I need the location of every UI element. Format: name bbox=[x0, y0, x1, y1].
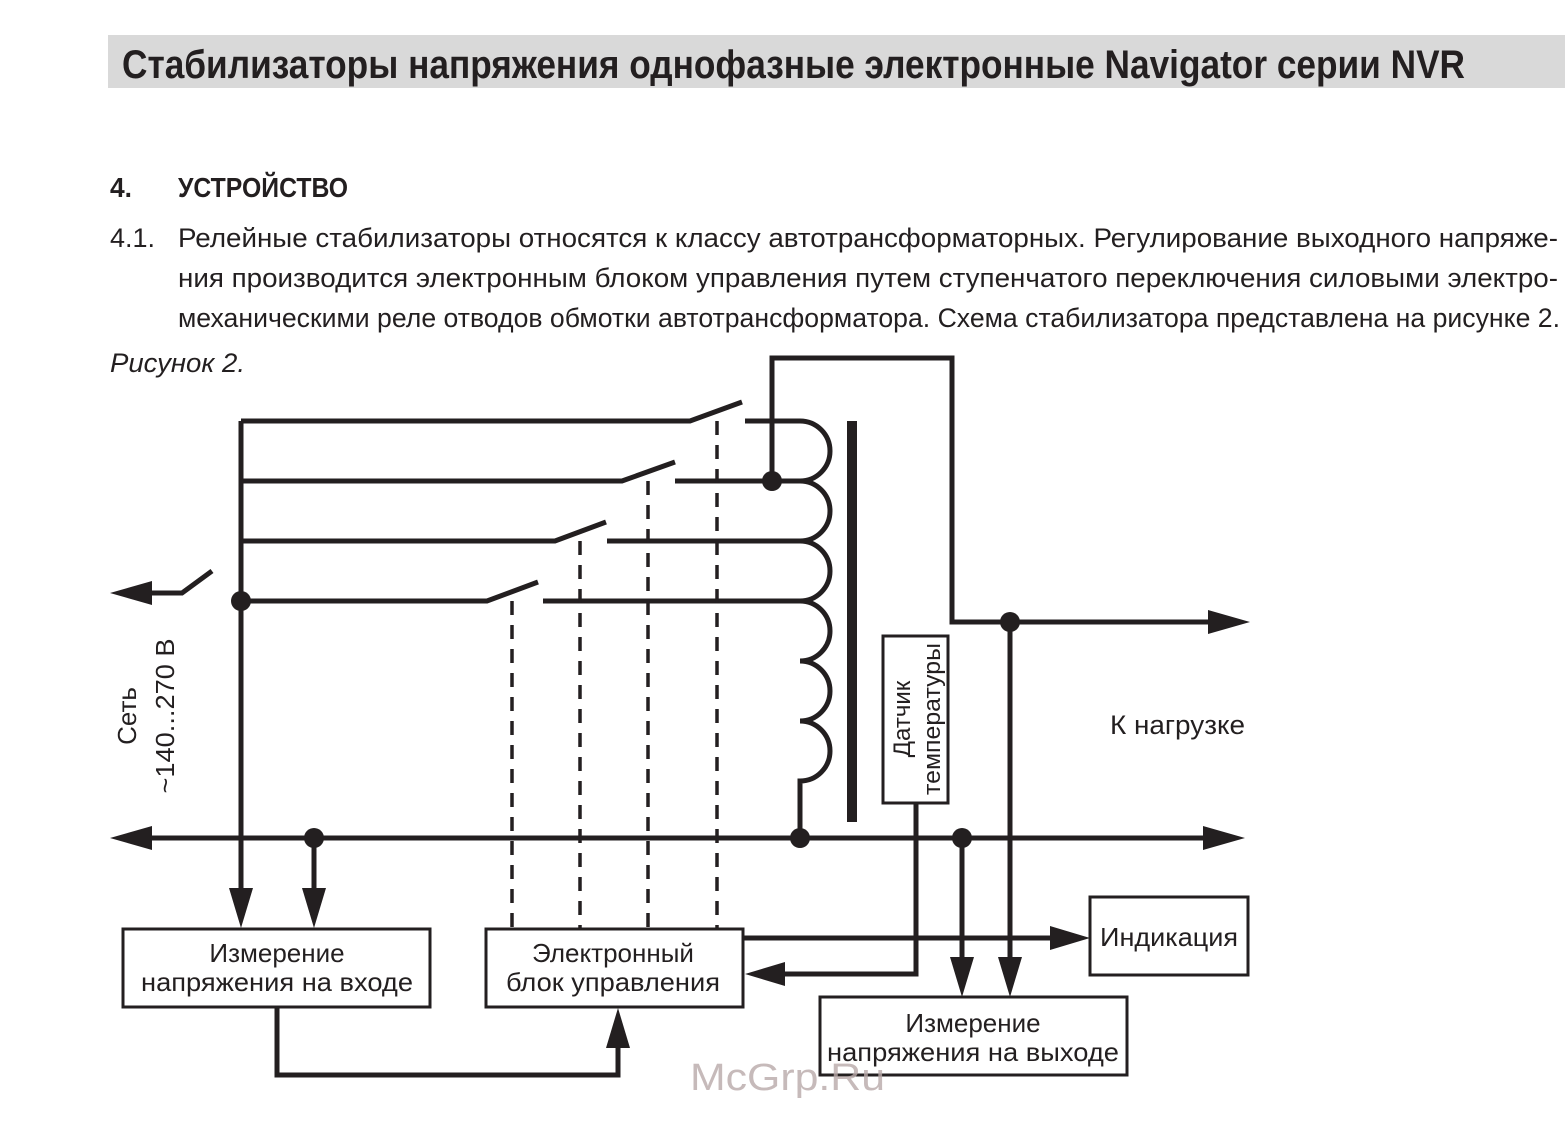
svg-text:блок управления: блок управления bbox=[506, 967, 720, 997]
arrow-left-icon bbox=[110, 581, 152, 605]
sensor-to-control-line bbox=[775, 803, 919, 977]
page-title: Стабилизаторы напряжения однофазные элек… bbox=[122, 43, 1465, 87]
svg-text:Датчик: Датчик bbox=[889, 680, 916, 757]
relay-switch-1 bbox=[241, 399, 800, 424]
input-label: Сеть bbox=[112, 687, 142, 745]
paragraph-line: механическими реле отводов обмотки автот… bbox=[178, 303, 1560, 333]
paragraph-line: Релейные стабилизаторы относятся к класс… bbox=[178, 223, 1558, 253]
svg-text:Измерение: Измерение bbox=[905, 1008, 1040, 1038]
measure-to-control-line bbox=[274, 1007, 621, 1078]
autotransformer-winding bbox=[797, 418, 833, 838]
header-band bbox=[108, 35, 1565, 88]
svg-text:Измерение: Измерение bbox=[209, 938, 344, 968]
section-title: УСТРОЙСТВО bbox=[178, 171, 348, 203]
junction-dots bbox=[231, 471, 1020, 848]
control-unit-box: Электронный блок управления bbox=[484, 927, 745, 1009]
output-measure-box: Измерение напряжения на выходе bbox=[818, 995, 1129, 1077]
figure-caption: Рисунок 2. bbox=[110, 348, 245, 378]
mains-switch bbox=[150, 568, 214, 596]
svg-text:напряжения на выходе: напряжения на выходе bbox=[827, 1037, 1119, 1067]
relay-control-lines bbox=[510, 421, 719, 928]
output-line bbox=[769, 355, 1215, 625]
indication-box: Индикация bbox=[1088, 895, 1250, 977]
watermark: McGrp.Ru bbox=[690, 1057, 885, 1099]
temperature-sensor-box: Датчик температуры bbox=[881, 634, 950, 805]
svg-text:температуры: температуры bbox=[919, 643, 946, 795]
svg-text:Индикация: Индикация bbox=[1100, 922, 1238, 952]
arrow-left-icon bbox=[110, 826, 152, 850]
relay-switch-3 bbox=[241, 519, 800, 544]
output-measure-lines bbox=[959, 622, 1013, 970]
input-range: ~140...270 В bbox=[150, 639, 180, 794]
svg-text:напряжения на входе: напряжения на входе bbox=[141, 967, 413, 997]
output-label: К нагрузке bbox=[1110, 710, 1245, 740]
stabilizer-schematic: Измерение напряжения на входе Электронны… bbox=[110, 355, 1250, 1078]
paragraph-line: ния производится электронным блоком упра… bbox=[178, 263, 1558, 293]
paragraph-number: 4.1. bbox=[110, 223, 155, 253]
section-number: 4. bbox=[110, 172, 132, 203]
input-measure-box: Измерение напряжения на входе bbox=[121, 927, 432, 1009]
svg-text:Электронный: Электронный bbox=[532, 938, 694, 968]
arrow-right-icon bbox=[1208, 610, 1250, 634]
relay-switch-4 bbox=[241, 579, 800, 604]
arrow-right-icon bbox=[1203, 826, 1245, 850]
